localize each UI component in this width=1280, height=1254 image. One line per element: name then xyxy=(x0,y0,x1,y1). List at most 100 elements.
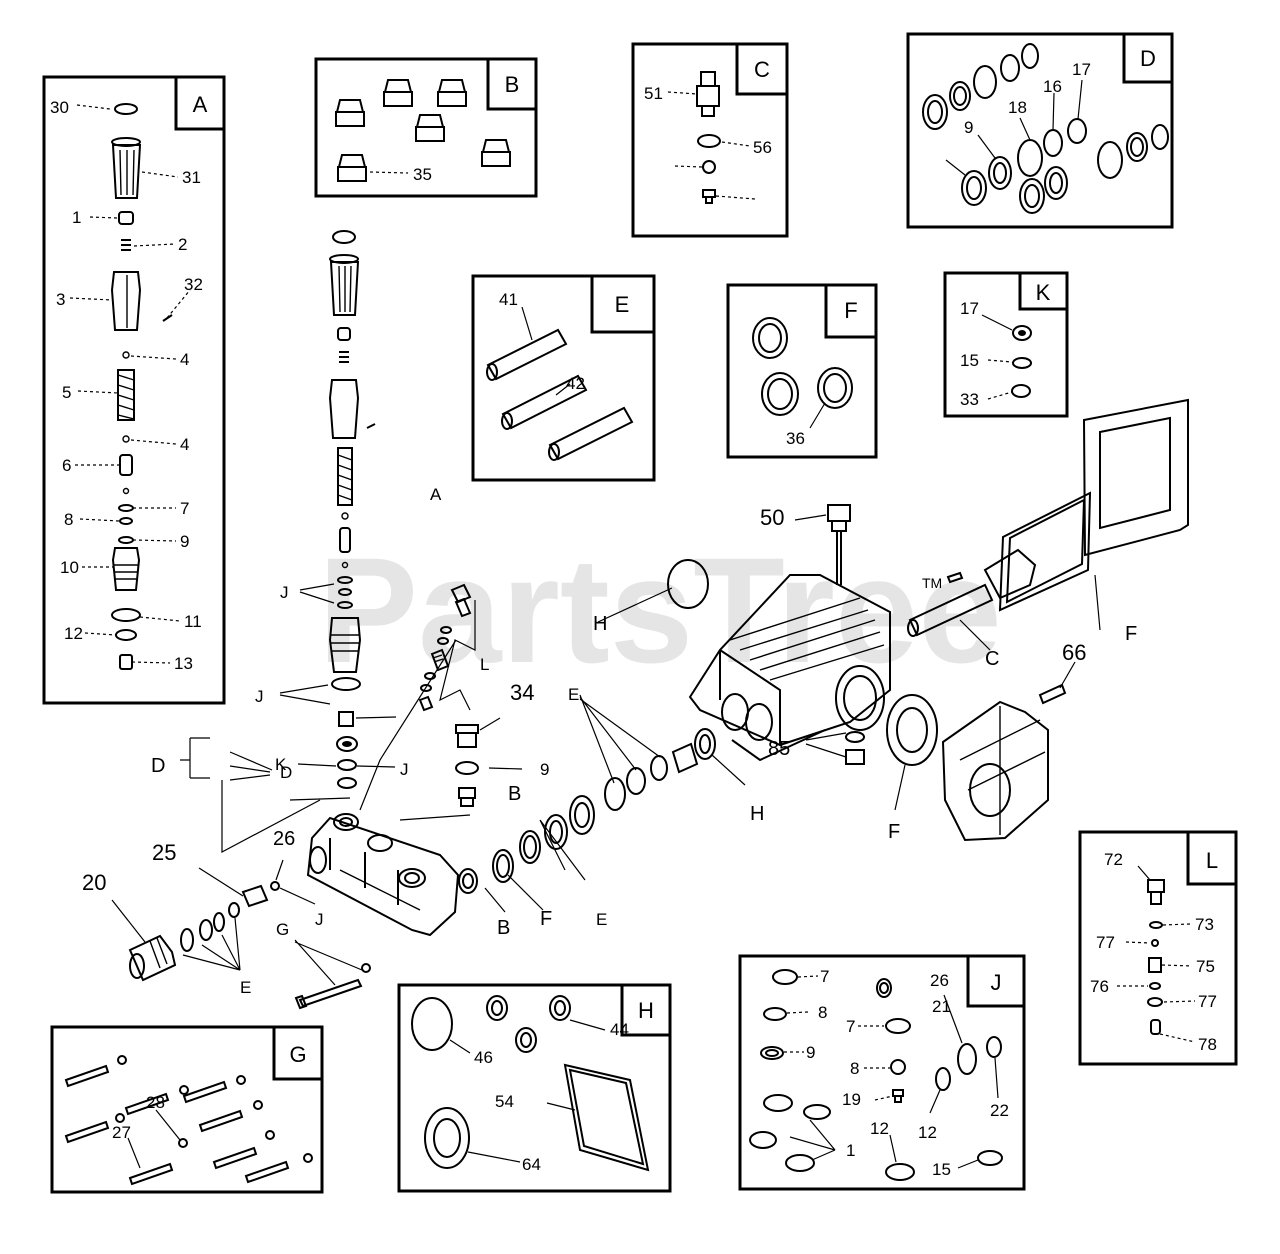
box-a-label-4: 4 xyxy=(180,350,189,369)
box-h-tab xyxy=(620,983,672,1037)
main-label-50: 50 xyxy=(760,505,784,530)
box-h-label-44: 44 xyxy=(610,1020,629,1039)
main-label-F2: F xyxy=(1125,623,1137,645)
box-g-label-28: 28 xyxy=(146,1093,165,1112)
box-b: B 35 xyxy=(314,57,538,198)
box-j-tab xyxy=(966,954,1026,1008)
main-label-H1: H xyxy=(593,613,607,635)
box-j-label-15: 15 xyxy=(932,1160,951,1179)
main-label-E2: E xyxy=(596,910,607,929)
box-g: G 28 27 xyxy=(50,1025,324,1194)
main-label-25: 25 xyxy=(152,840,176,865)
box-l-label-75: 75 xyxy=(1196,957,1215,976)
box-e-key: D xyxy=(1140,46,1156,71)
main-label-D2: D xyxy=(280,763,292,782)
main-label-66: 66 xyxy=(1062,640,1086,665)
box-j-label-19: 19 xyxy=(842,1090,861,1109)
box-a-label-3: 3 xyxy=(56,290,65,309)
main-label-D: D xyxy=(151,755,165,777)
box-k-label-17: 17 xyxy=(960,299,979,318)
box-a-key: A xyxy=(193,92,208,117)
box-k-key: K xyxy=(1036,280,1051,305)
box-f-tab xyxy=(824,283,878,339)
box-l-label-78: 78 xyxy=(1198,1035,1217,1054)
main-label-E3: E xyxy=(240,978,251,997)
box-c-tab xyxy=(590,274,656,334)
box-l-key: L xyxy=(1206,848,1218,873)
box-f: F 36 xyxy=(726,283,878,459)
box-c-label-51: 41 xyxy=(499,290,518,309)
main-label-J4: J xyxy=(315,910,324,929)
box-l-tab xyxy=(1186,830,1238,886)
main-label-F1: F xyxy=(540,908,552,930)
box-h: H 46 44 54 64 xyxy=(397,983,672,1193)
main-label-J2: J xyxy=(255,687,264,706)
box-g-key: G xyxy=(289,1042,306,1067)
main-label-J1: J xyxy=(280,583,289,602)
main-assembly: A J J J J K D D L 34 9 B B E E E F H H 5… xyxy=(82,230,1189,1010)
box-k-label-33: 33 xyxy=(960,390,979,409)
main-label-B1: B xyxy=(508,783,521,805)
main-label-34: 34 xyxy=(510,680,534,705)
box-k-label-15: 15 xyxy=(960,351,979,370)
box-e-label-40: 18 xyxy=(1008,98,1027,117)
box-c: E 41 42 xyxy=(471,274,656,482)
box-j-label-7: 7 xyxy=(820,967,829,986)
box-f-frame xyxy=(726,283,878,459)
main-label-20: 20 xyxy=(82,870,106,895)
box-c-key: E xyxy=(615,292,630,317)
box-a-label-31: 31 xyxy=(182,168,201,187)
box-d-label-16: 51 xyxy=(644,84,663,103)
box-a-label-32: 32 xyxy=(184,275,203,294)
main-label-G: G xyxy=(276,920,289,939)
box-b-label-35: 35 xyxy=(413,165,432,184)
box-j-key: J xyxy=(991,970,1002,995)
box-j-label-7b: 7 xyxy=(846,1017,855,1036)
box-d-label-17: 56 xyxy=(753,138,772,157)
box-g-label-27: 27 xyxy=(112,1123,131,1142)
main-label-J3: J xyxy=(400,760,409,779)
main-label-F3: F xyxy=(888,821,900,843)
box-j-label-1: 1 xyxy=(846,1141,855,1160)
box-j-label-9: 9 xyxy=(806,1043,815,1062)
main-label-9: 9 xyxy=(540,760,549,779)
box-a-label-30: 30 xyxy=(50,98,69,117)
box-a-label-13: 13 xyxy=(174,654,193,673)
box-e: D 16 17 18 9 xyxy=(906,32,1174,229)
box-d-tab xyxy=(735,42,789,96)
box-j: J 7 26 xyxy=(738,954,1026,1191)
main-label-85: 85 xyxy=(768,738,790,760)
watermark-text: PartsTree xyxy=(318,526,1002,694)
main-label-K: K xyxy=(275,755,287,774)
box-a-label-2: 2 xyxy=(178,235,187,254)
box-a-label-6: 6 xyxy=(62,456,71,475)
box-b-tab xyxy=(486,57,538,111)
box-a-label-7: 7 xyxy=(180,499,189,518)
box-j-label-12b: 12 xyxy=(870,1119,889,1138)
box-a-label-8: 8 xyxy=(64,510,73,529)
box-e-label-38: 9 xyxy=(964,118,973,137)
box-h-label-64: 64 xyxy=(522,1155,541,1174)
box-l-label-72: 72 xyxy=(1104,850,1123,869)
box-d: C 51 56 xyxy=(631,42,789,238)
main-label-B2: B xyxy=(497,917,510,939)
box-h-key: H xyxy=(638,998,654,1023)
box-g-tab xyxy=(272,1025,324,1081)
box-h-label-54: 54 xyxy=(495,1092,514,1111)
main-label-26: 26 xyxy=(273,828,295,850)
box-f-label-36: 36 xyxy=(786,429,805,448)
box-e-tab xyxy=(1122,32,1174,84)
box-j-label-22: 22 xyxy=(990,1101,1009,1120)
box-e-label-42: 17 xyxy=(1072,60,1091,79)
box-a-label-11: 11 xyxy=(184,612,202,631)
box-h-label-46: 46 xyxy=(474,1048,493,1067)
main-label-C: C xyxy=(985,648,999,670)
watermark-tm: TM xyxy=(922,575,942,591)
box-j-label-21: 21 xyxy=(932,997,951,1016)
box-a-label-4b: 4 xyxy=(180,435,189,454)
box-j-label-8b: 8 xyxy=(850,1059,859,1078)
box-l-label-77b: 77 xyxy=(1198,992,1217,1011)
box-l-label-77: 77 xyxy=(1096,933,1115,952)
